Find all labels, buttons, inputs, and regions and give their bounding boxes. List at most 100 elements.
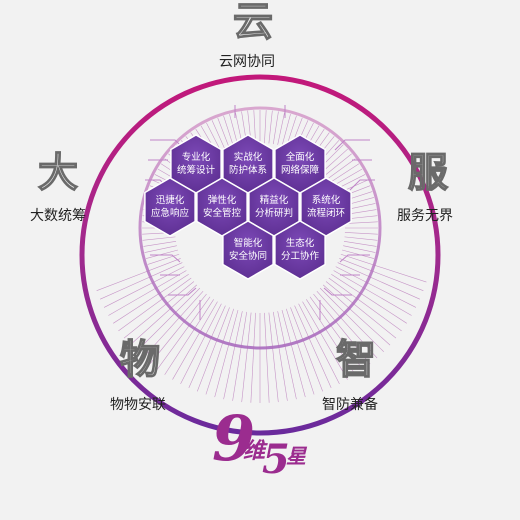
circuit-trace xyxy=(349,179,375,191)
ray-line xyxy=(217,117,230,149)
ray-line xyxy=(253,110,256,144)
ray-line xyxy=(188,305,226,388)
ray-line xyxy=(277,112,285,145)
hexagon-label-line2: 防护体系 xyxy=(228,165,267,176)
ray-line xyxy=(335,266,417,308)
hexagon-tile xyxy=(300,177,352,237)
ray-line xyxy=(142,290,204,359)
ray-line xyxy=(103,266,185,308)
ray-line xyxy=(343,241,377,247)
ray-line xyxy=(328,277,402,332)
ray-line xyxy=(143,241,177,247)
corner-char-right: 服 xyxy=(407,150,448,196)
hexagon-label-line1: 精益化 xyxy=(259,195,289,206)
hexagon-label: 系统化流程闭环 xyxy=(296,194,356,220)
hexagon-label-line2: 分工协作 xyxy=(280,251,319,262)
ray-line xyxy=(337,262,420,300)
corner-char-bottom-left: 物 xyxy=(119,337,160,383)
logo-char-wei: 维 xyxy=(243,438,266,464)
ray-line xyxy=(144,245,177,253)
ray-line xyxy=(264,312,270,403)
ray-line xyxy=(229,113,239,146)
ray-line xyxy=(328,158,356,179)
ray-line xyxy=(319,287,384,352)
circuit-trace xyxy=(334,139,370,151)
ray-line xyxy=(322,148,348,172)
ray-line xyxy=(344,232,378,235)
hexagon-label-line1: 专业化 xyxy=(181,152,211,163)
ray-line xyxy=(206,122,222,153)
logo-number-5: 5 xyxy=(262,436,290,483)
ray-line xyxy=(281,310,306,398)
hexagon-label: 智能化安全协同 xyxy=(218,237,278,263)
hexagon-tile xyxy=(196,177,248,237)
ray-line xyxy=(325,153,352,175)
ray-line xyxy=(197,307,230,392)
ray-line xyxy=(223,115,235,148)
ray-line xyxy=(344,221,378,224)
ray-line xyxy=(306,299,356,375)
hexagon-tile xyxy=(222,220,274,280)
ray-line xyxy=(316,290,378,359)
ray-line xyxy=(172,301,218,380)
hexagon-label: 迅捷化应急响应 xyxy=(140,194,200,220)
corner-label-bottom-right: 智防兼备 xyxy=(322,397,378,413)
hexagon-label-line1: 弹性化 xyxy=(207,195,237,206)
circuit-trace xyxy=(168,287,197,296)
ray-line xyxy=(268,312,279,403)
ray-line xyxy=(118,277,192,332)
hexagon-label: 生态化分工协作 xyxy=(270,237,330,263)
hexagon-label: 全面化网络保障 xyxy=(270,151,330,177)
logo-char-xing: 星 xyxy=(286,444,306,468)
ray-line xyxy=(273,311,288,401)
ray-line xyxy=(325,281,397,339)
ray-line xyxy=(96,258,181,291)
hexagon-grid xyxy=(144,134,352,280)
ray-line xyxy=(281,113,291,146)
ray-line xyxy=(211,120,226,151)
ray-line xyxy=(164,299,214,375)
ray-line xyxy=(285,308,315,395)
ray-line xyxy=(241,312,252,403)
ray-line xyxy=(290,307,323,392)
ray-line xyxy=(331,163,360,182)
hexagon-tile xyxy=(222,134,274,194)
corner-label-left: 大数统筹 xyxy=(30,208,86,224)
hexagon-label-line1: 系统化 xyxy=(311,195,341,206)
ray-line xyxy=(298,303,340,385)
ray-line xyxy=(343,245,376,253)
corner-label-right: 服务无界 xyxy=(397,208,453,224)
ray-line xyxy=(339,258,424,291)
ray-line xyxy=(277,311,297,400)
hexagon-label-line2: 网络保障 xyxy=(280,165,319,176)
ray-line xyxy=(294,305,332,388)
hexagon-label-line2: 流程闭环 xyxy=(306,208,345,219)
corner-char-left: 大 xyxy=(37,150,78,196)
ray-line xyxy=(340,253,427,283)
hexagon-tile xyxy=(274,220,326,280)
ray-line xyxy=(147,253,180,265)
hexagon-label-line1: 实战化 xyxy=(233,152,263,163)
hexagon-label-line2: 安全管控 xyxy=(202,208,241,219)
hexagon-label: 专业化统筹设计 xyxy=(166,151,226,177)
ray-line xyxy=(113,274,189,324)
ray-line xyxy=(136,287,201,352)
outer-ring xyxy=(79,74,441,436)
circuit-trace xyxy=(339,254,370,263)
corner-char-bottom-right: 智 xyxy=(335,337,376,383)
ray-line xyxy=(205,308,235,395)
ray-line xyxy=(223,311,243,400)
ray-line xyxy=(156,296,211,370)
hexagon-tile xyxy=(170,134,222,194)
ray-line xyxy=(142,236,176,241)
hexagon-label: 精益化分析研判 xyxy=(244,194,304,220)
ray-line xyxy=(344,236,378,241)
ray-line xyxy=(123,281,195,339)
logo-number-9: 9 xyxy=(212,402,256,475)
circuit-trace xyxy=(150,254,181,263)
ray-line xyxy=(331,274,407,324)
hexagon-label-line1: 全面化 xyxy=(285,152,315,163)
hexagon-label-line2: 统筹设计 xyxy=(176,165,215,176)
